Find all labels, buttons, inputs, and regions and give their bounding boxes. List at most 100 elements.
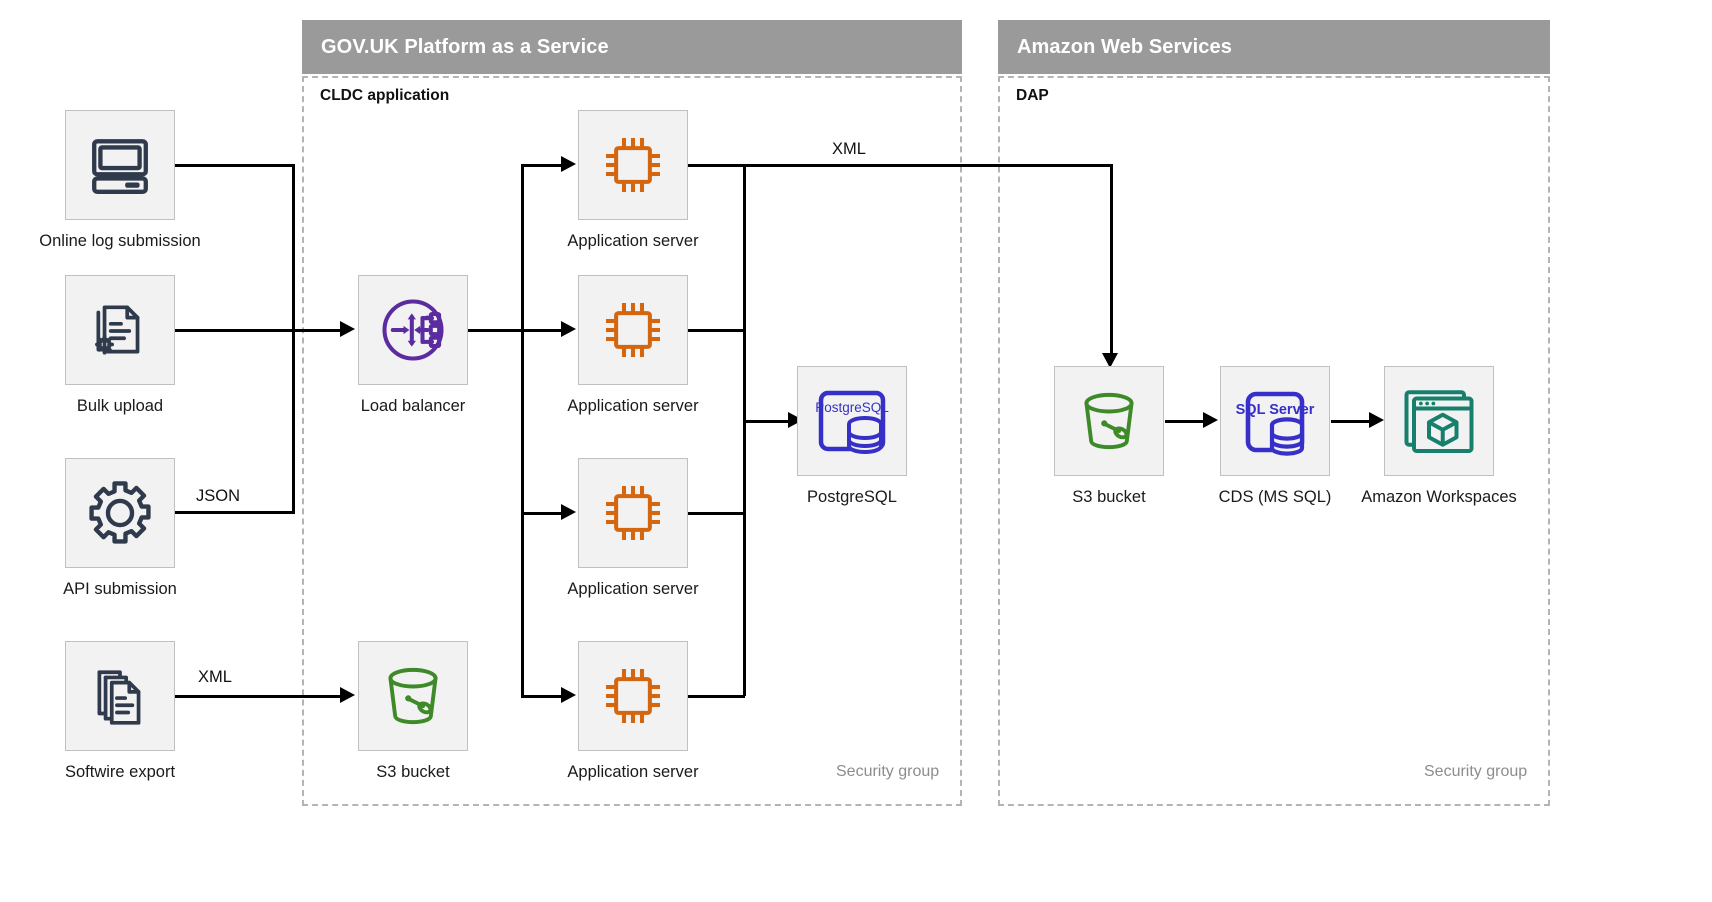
node-postgresql-label: PostgreSQL	[807, 488, 897, 506]
node-bulk-upload-box[interactable]	[65, 275, 175, 385]
edge-label-xml-softwire: XML	[198, 668, 232, 686]
node-softwire-export-box[interactable]	[65, 641, 175, 751]
s3-bucket-icon	[1071, 383, 1147, 459]
document-settings-icon	[87, 297, 153, 363]
connector-app2-out	[688, 329, 745, 332]
node-cds-ms-sql[interactable]: SQL Server CDS (MS SQL)	[1219, 366, 1331, 506]
security-group-dap	[998, 76, 1550, 806]
arrowhead-to-s3-paas	[340, 687, 355, 703]
svg-text:PostgreSQL: PostgreSQL	[815, 400, 889, 415]
node-softwire-export-label: Softwire export	[64, 763, 176, 781]
node-application-server-4-box[interactable]	[578, 641, 688, 751]
security-group-cldc-footer: Security group	[836, 763, 940, 780]
amazon-workspaces-icon	[1399, 381, 1479, 461]
arrowhead-to-workspaces	[1369, 412, 1384, 428]
node-cds-ms-sql-label: CDS (MS SQL)	[1218, 488, 1332, 506]
connector-trunk-to-app3	[521, 512, 561, 515]
group-header-aws: Amazon Web Services	[998, 20, 1550, 74]
node-application-server-1[interactable]: Application server	[567, 110, 699, 250]
node-load-balancer-box[interactable]	[358, 275, 468, 385]
node-api-submission[interactable]: API submission	[63, 458, 177, 598]
node-load-balancer[interactable]: Load balancer	[358, 275, 468, 415]
cpu-chip-icon	[597, 294, 669, 366]
security-group-dap-footer: Security group	[1424, 763, 1528, 780]
arrowhead-to-load-balancer	[340, 321, 355, 337]
node-amazon-workspaces-box[interactable]	[1384, 366, 1494, 476]
node-bulk-upload-label: Bulk upload	[76, 397, 164, 415]
load-balancer-icon	[375, 292, 451, 368]
connector-app1-out	[688, 164, 745, 167]
node-bulk-upload[interactable]: Bulk upload	[65, 275, 175, 415]
connector-trunk-to-app1	[521, 164, 561, 167]
connector-s3-to-cds	[1165, 420, 1205, 423]
node-application-server-2-label: Application server	[567, 397, 699, 415]
postgresql-database-icon: PostgreSQL	[809, 378, 895, 464]
edge-label-xml-app: XML	[832, 140, 866, 158]
connector-postgres-trunk	[743, 164, 746, 696]
connector-xml-to-aws	[743, 164, 1113, 167]
node-s3-bucket-aws-box[interactable]	[1054, 366, 1164, 476]
documents-stack-icon	[87, 663, 153, 729]
node-online-log-submission[interactable]: Online log submission	[39, 110, 201, 250]
arrowhead-to-app-server-2	[561, 321, 576, 337]
node-application-server-1-label: Application server	[567, 232, 699, 250]
node-amazon-workspaces[interactable]: Amazon Workspaces	[1361, 366, 1517, 506]
cpu-chip-icon	[597, 660, 669, 732]
node-amazon-workspaces-label: Amazon Workspaces	[1361, 488, 1517, 506]
node-softwire-export[interactable]: Softwire export	[65, 641, 175, 781]
desktop-computer-icon	[87, 132, 153, 198]
security-group-cldc	[302, 76, 962, 806]
sql-server-database-icon: SQL Server	[1232, 378, 1318, 464]
connector-trunk-to-app4	[521, 695, 561, 698]
node-cds-ms-sql-box[interactable]: SQL Server	[1220, 366, 1330, 476]
node-application-server-4-label: Application server	[567, 763, 699, 781]
node-postgresql-box[interactable]: PostgreSQL	[797, 366, 907, 476]
security-group-dap-title: DAP	[1016, 87, 1049, 104]
node-application-server-2[interactable]: Application server	[567, 275, 699, 415]
gear-icon	[85, 478, 155, 548]
connector-softwire-to-s3	[175, 695, 340, 698]
node-application-server-4[interactable]: Application server	[567, 641, 699, 781]
arrowhead-to-app-server-3	[561, 504, 576, 520]
arrowhead-to-s3-aws	[1102, 353, 1118, 368]
node-application-server-2-box[interactable]	[578, 275, 688, 385]
connector-bus-vertical	[292, 329, 295, 512]
node-application-server-3[interactable]: Application server	[567, 458, 699, 598]
arrowhead-to-app-server-1	[561, 156, 576, 172]
cpu-chip-icon	[597, 477, 669, 549]
arrowhead-to-cds	[1203, 412, 1218, 428]
node-s3-bucket-paas-box[interactable]	[358, 641, 468, 751]
edge-label-json: JSON	[196, 487, 241, 505]
node-s3-bucket-aws[interactable]: S3 bucket	[1054, 366, 1164, 506]
node-postgresql[interactable]: PostgreSQL PostgreSQL	[797, 366, 907, 506]
node-load-balancer-label: Load balancer	[360, 397, 466, 415]
connector-trunk-to-app2	[521, 329, 561, 332]
s3-bucket-icon	[375, 658, 451, 734]
node-online-log-submission-label: Online log submission	[39, 232, 201, 250]
node-s3-bucket-aws-label: S3 bucket	[1072, 488, 1146, 506]
connector-online-log-to-bus	[175, 164, 295, 167]
node-s3-bucket-paas-label: S3 bucket	[376, 763, 450, 781]
node-online-log-submission-box[interactable]	[65, 110, 175, 220]
group-header-paas-label: GOV.UK Platform as a Service	[321, 35, 609, 58]
node-application-server-3-box[interactable]	[578, 458, 688, 568]
connector-lb-trunk	[521, 164, 524, 696]
connector-api-to-bus	[175, 511, 295, 514]
group-header-aws-label: Amazon Web Services	[1017, 35, 1232, 58]
security-group-cldc-title: CLDC application	[320, 87, 450, 104]
connector-trunk-to-postgres	[743, 420, 790, 423]
node-s3-bucket-paas[interactable]: S3 bucket	[358, 641, 468, 781]
arrowhead-to-app-server-4	[561, 687, 576, 703]
connector-app3-out	[688, 512, 745, 515]
connector-app4-out	[688, 695, 745, 698]
node-api-submission-box[interactable]	[65, 458, 175, 568]
node-api-submission-label: API submission	[63, 580, 177, 598]
svg-text:SQL Server: SQL Server	[1236, 402, 1315, 418]
node-application-server-3-label: Application server	[567, 580, 699, 598]
connector-lb-out	[468, 329, 523, 332]
group-header-paas: GOV.UK Platform as a Service	[302, 20, 962, 74]
connector-bulk-to-lb	[175, 329, 340, 332]
node-application-server-1-box[interactable]	[578, 110, 688, 220]
connector-xml-down-to-s3	[1110, 164, 1113, 356]
